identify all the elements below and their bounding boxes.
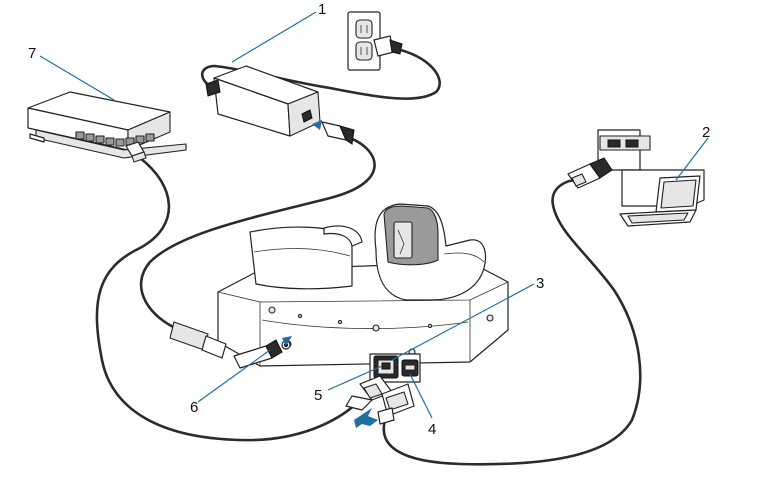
usb-plug-at-cradle [377, 383, 415, 425]
usb-plug-at-laptop [567, 157, 613, 189]
dc-plug-at-cradle [169, 321, 292, 369]
cradle-slot-left [249, 225, 363, 290]
callout-label-4: 4 [428, 421, 436, 438]
callout-6: 6 [190, 349, 271, 416]
dc-plug-at-brick [312, 120, 355, 145]
laptop-screen [655, 175, 701, 213]
ethernet-cable [95, 156, 358, 442]
callout-7: 7 [28, 45, 115, 101]
ac-plug [373, 35, 403, 57]
ethernet-switch [27, 91, 187, 163]
callout-label-1: 1 [318, 1, 326, 18]
wall-outlet [347, 11, 381, 71]
usb-port [401, 359, 419, 377]
callout-2: 2 [675, 124, 710, 181]
ac-line-cord [201, 46, 441, 100]
callout-label-5: 5 [314, 387, 322, 404]
charging-cradle [216, 203, 509, 383]
laptop-base [619, 209, 697, 227]
laptop [597, 129, 705, 227]
callout-4: 4 [409, 373, 436, 438]
callout-label-2: 2 [702, 124, 710, 141]
cradle-slot-right [374, 203, 487, 301]
usb-cable [382, 178, 642, 466]
rj45-port [377, 359, 395, 375]
callout-5: 5 [314, 365, 383, 404]
callout-label-3: 3 [536, 275, 544, 292]
callout-1: 1 [231, 1, 326, 63]
switch-rj45-plug [125, 141, 147, 163]
callout-label-6: 6 [190, 399, 198, 416]
switch-ports [75, 131, 155, 147]
cradle-io-module [369, 353, 421, 383]
callout-label-7: 7 [28, 45, 36, 62]
callout-3: 3 [391, 275, 544, 361]
power-supply-brick [205, 65, 321, 137]
